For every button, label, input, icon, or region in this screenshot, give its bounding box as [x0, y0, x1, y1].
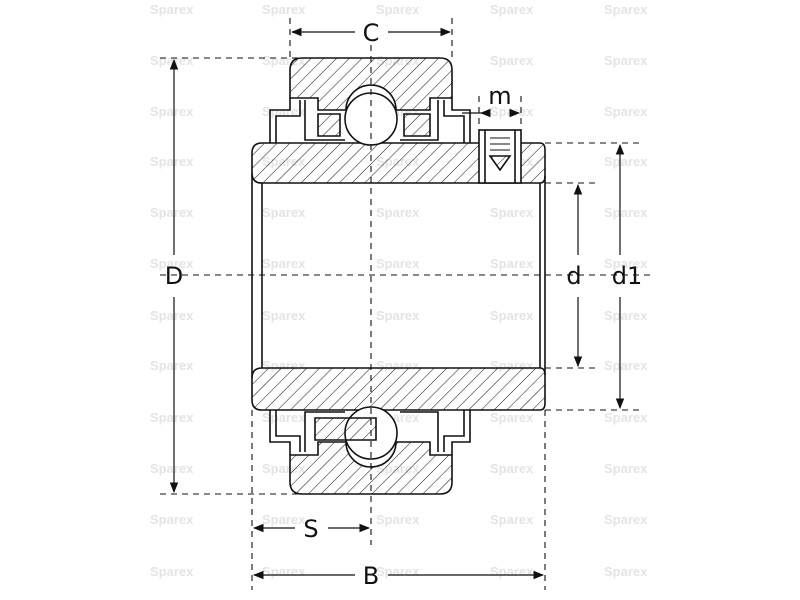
dim-label-C: C [363, 19, 380, 47]
watermark-text: Sparex [604, 256, 648, 271]
watermark-text: Sparex [150, 410, 194, 425]
watermark-text: Sparex [150, 512, 194, 527]
watermark-text: Sparex [490, 53, 534, 68]
watermark-text: Sparex [262, 205, 306, 220]
watermark-text: Sparex [604, 512, 648, 527]
watermark-text: Sparex [262, 2, 306, 17]
watermark-text: Sparex [604, 564, 648, 579]
watermark-text: Sparex [150, 154, 194, 169]
dimension-arrows [169, 27, 625, 580]
watermark-text: Sparex [150, 205, 194, 220]
dim-label-d: d [566, 262, 581, 290]
seal-right-bottom [451, 410, 471, 455]
seal-left-bottom [269, 410, 291, 455]
watermark-text: Sparex [376, 205, 420, 220]
watermark-text: Sparex [604, 358, 648, 373]
watermark-text: Sparex [604, 53, 648, 68]
watermark-text: Sparex [490, 2, 534, 17]
watermark-text: Sparex [490, 410, 534, 425]
dim-label-m: m [488, 82, 511, 110]
watermark-text: Sparex [604, 104, 648, 119]
dim-label-B: B [363, 562, 379, 590]
watermark-text: Sparex [262, 308, 306, 323]
watermark-text: Sparex [490, 256, 534, 271]
seal-left-top [269, 98, 291, 143]
watermark-text: Sparex [376, 512, 420, 527]
dim-label-D: D [165, 262, 183, 290]
dim-label-S: S [303, 515, 318, 543]
watermark-text: Sparex [604, 2, 648, 17]
watermark-text: Sparex [150, 358, 194, 373]
watermark-text: Sparex [604, 410, 648, 425]
watermark-text: Sparex [376, 564, 420, 579]
watermark-text: Sparex [490, 512, 534, 527]
watermark-text: Sparex [376, 2, 420, 17]
watermark-text: Sparex [262, 256, 306, 271]
watermark-text: Sparex [604, 461, 648, 476]
inner-ring-bottom [251, 367, 546, 411]
watermark-text: Sparex [150, 53, 194, 68]
watermark-text: Sparex [604, 154, 648, 169]
watermark-text: Sparex [604, 308, 648, 323]
watermark-text: Sparex [262, 564, 306, 579]
watermark-text: Sparex [262, 410, 306, 425]
watermark-text: Sparex [490, 205, 534, 220]
watermark-text: Sparex [490, 308, 534, 323]
bearing-outline [251, 57, 546, 495]
watermark-text: Sparex [150, 564, 194, 579]
dim-label-d1: d1 [612, 262, 643, 290]
watermark-text: Sparex [150, 308, 194, 323]
watermark-text: Sparex [490, 461, 534, 476]
watermark-text: Sparex [376, 256, 420, 271]
watermark-text: Sparex [150, 256, 194, 271]
watermark-text: Sparex [376, 308, 420, 323]
watermark-text: Sparex [150, 104, 194, 119]
watermark-text: Sparex [150, 2, 194, 17]
watermark-text: Sparex [604, 205, 648, 220]
watermark-text: Sparex [262, 512, 306, 527]
seal-right-top [451, 98, 471, 143]
watermark-text: Sparex [150, 461, 194, 476]
watermark-text: Sparex [490, 564, 534, 579]
